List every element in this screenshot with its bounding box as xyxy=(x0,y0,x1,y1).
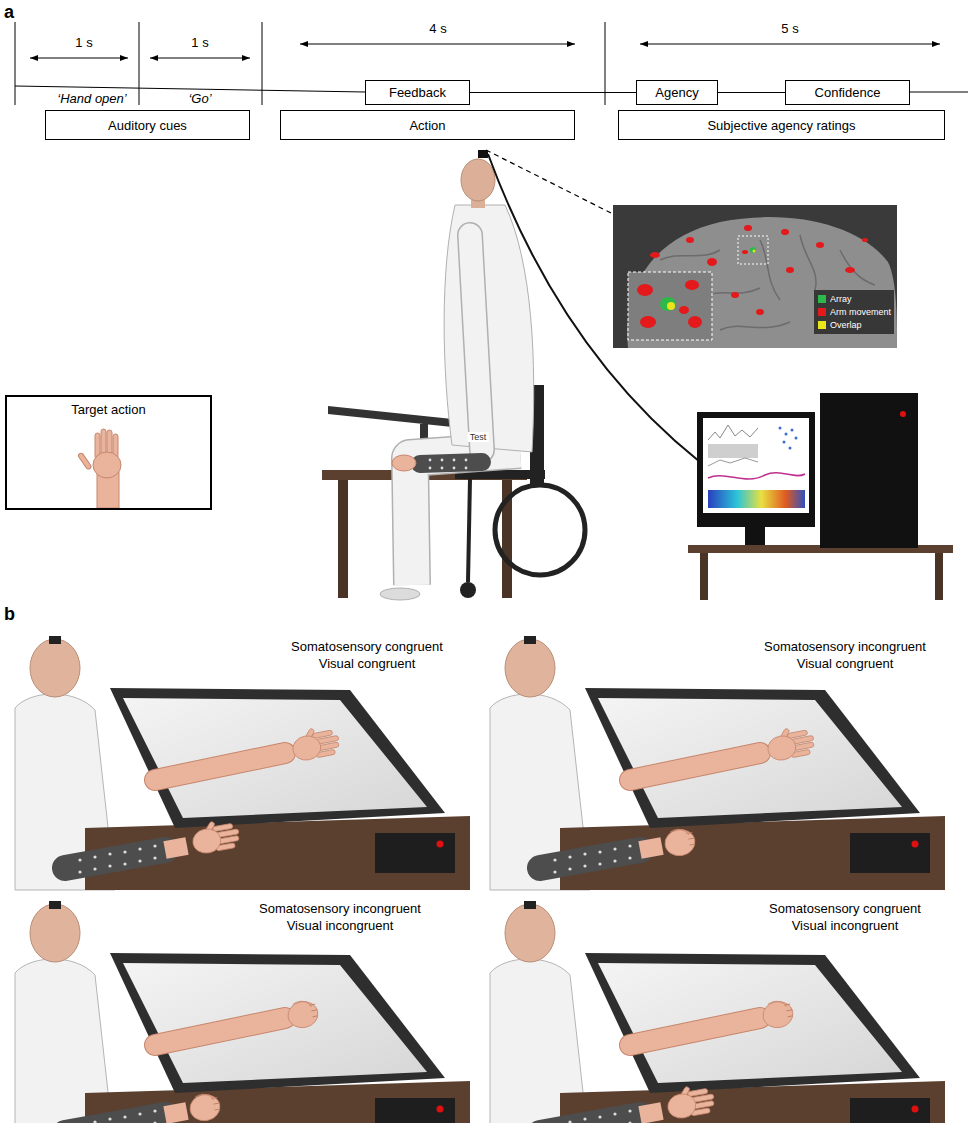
condition-label: Somatosensory congruent xyxy=(291,640,443,655)
phase-box: Subjective agency ratings xyxy=(618,110,945,140)
condition-label: Visual incongruent xyxy=(792,919,899,934)
panel-letter: a xyxy=(4,2,14,23)
phase-box: Action xyxy=(280,110,575,140)
cue-label: ‘Hand open’ xyxy=(57,92,126,107)
cue-label: ‘Go’ xyxy=(188,92,211,107)
condition-label: Somatosensory incongruent xyxy=(259,902,421,917)
timeline-connector xyxy=(718,92,785,93)
legend-swatch xyxy=(818,295,826,303)
duration-label: 5 s xyxy=(781,22,798,37)
condition-label: Visual congruent xyxy=(797,657,894,672)
box-label: Target action xyxy=(71,402,145,417)
box-label: Action xyxy=(409,118,445,133)
box-label: Subjective agency ratings xyxy=(707,118,855,133)
box-label: Agency xyxy=(655,85,698,100)
legend-text: Arm movement xyxy=(830,306,891,318)
condition-label: Visual congruent xyxy=(319,657,416,672)
duration-label: 1 s xyxy=(75,36,92,51)
duration-label: 4 s xyxy=(429,22,446,37)
screen-label: Test xyxy=(468,432,489,442)
condition-label: Somatosensory congruent xyxy=(769,902,921,917)
legend-swatch xyxy=(818,321,826,329)
legend-swatch xyxy=(818,308,826,316)
rating-box: Agency xyxy=(636,80,718,105)
condition-label: Somatosensory incongruent xyxy=(764,640,926,655)
box-label: Feedback xyxy=(389,85,446,100)
box-label: Confidence xyxy=(815,85,881,100)
condition-label: Visual incongruent xyxy=(287,919,394,934)
duration-label: 1 s xyxy=(191,36,208,51)
panel-letter: b xyxy=(4,604,15,625)
phase-box: Auditory cues xyxy=(45,110,250,140)
feedback-box: Feedback xyxy=(365,80,470,105)
timeline-connector xyxy=(470,92,636,93)
legend-text: Array xyxy=(830,293,852,305)
legend-text: Overlap xyxy=(830,319,862,331)
target-action-panel: Target action xyxy=(5,395,212,510)
rating-box: Confidence xyxy=(785,80,910,105)
box-label: Auditory cues xyxy=(108,118,187,133)
